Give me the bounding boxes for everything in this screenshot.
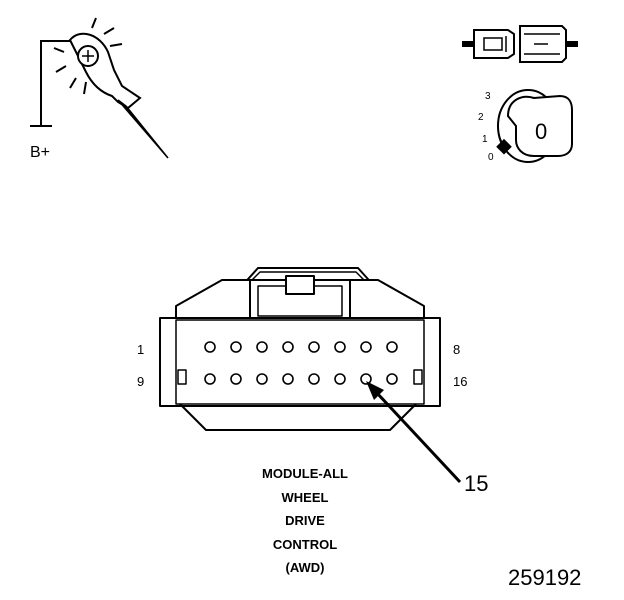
pin-label-8: 8 bbox=[453, 342, 460, 357]
pin-label-1: 1 bbox=[137, 342, 144, 357]
pin-cavity bbox=[360, 373, 372, 385]
figure-number: 259192 bbox=[508, 565, 582, 590]
ignition-position-1: 1 bbox=[482, 134, 488, 145]
pin-label-9: 9 bbox=[137, 374, 144, 389]
pin-cavity bbox=[334, 373, 346, 385]
ignition-key-icon bbox=[496, 89, 573, 163]
disconnect-connector-icon bbox=[462, 25, 578, 63]
pin-cavity bbox=[204, 373, 216, 385]
pin-cavities bbox=[204, 341, 398, 385]
pin-cavity bbox=[256, 341, 268, 353]
pin-cavity bbox=[256, 373, 268, 385]
pin-15-callout-arrow bbox=[366, 381, 462, 484]
pin-cavity bbox=[334, 341, 346, 353]
ignition-position-3: 3 bbox=[485, 91, 491, 102]
caption-line-1: MODULE-ALL bbox=[262, 466, 348, 481]
caption-line-5: (AWD) bbox=[285, 560, 325, 575]
pin-cavity bbox=[386, 373, 398, 385]
pin-cavity bbox=[282, 373, 294, 385]
ignition-position-2: 2 bbox=[478, 112, 484, 123]
ignition-position-0: 0 bbox=[488, 152, 494, 163]
pin-label-16: 16 bbox=[453, 374, 467, 389]
test-light-probe-icon bbox=[30, 17, 169, 159]
connector-body bbox=[159, 267, 441, 431]
pin-cavity bbox=[386, 341, 398, 353]
pin-cavity bbox=[230, 341, 242, 353]
callout-pin-label: 15 bbox=[464, 471, 488, 496]
pin-cavity bbox=[308, 341, 320, 353]
b-plus-label: B+ bbox=[30, 144, 50, 161]
ignition-key-position-label: 0 bbox=[535, 119, 547, 144]
pin-cavity bbox=[230, 373, 242, 385]
pin-cavity bbox=[282, 341, 294, 353]
caption-line-2: WHEEL bbox=[281, 490, 329, 505]
caption-line-4: CONTROL bbox=[272, 537, 338, 552]
pin-cavity bbox=[308, 373, 320, 385]
caption-line-3: DRIVE bbox=[285, 513, 325, 528]
pin-cavity bbox=[204, 341, 216, 353]
pin-cavity bbox=[360, 341, 372, 353]
